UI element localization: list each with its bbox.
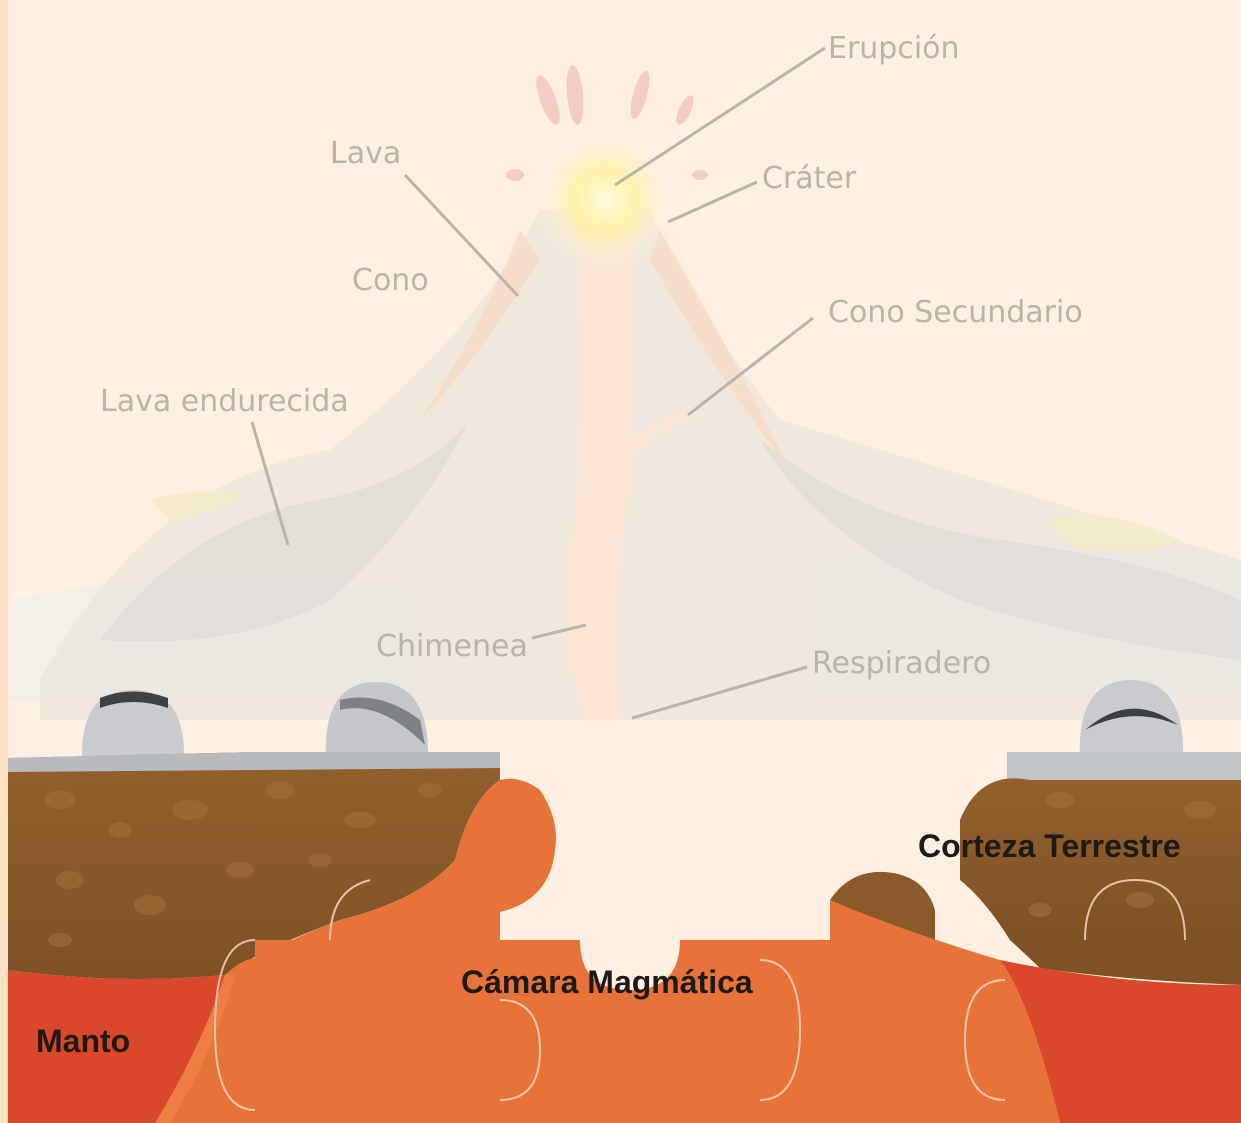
label-corteza-terrestre: Corteza Terrestre bbox=[918, 828, 1181, 864]
label-cono: Cono bbox=[352, 263, 429, 298]
label-lava: Lava bbox=[330, 136, 401, 171]
label-cono-secundario: Cono Secundario bbox=[828, 295, 1083, 330]
label-crater: Cráter bbox=[762, 161, 857, 196]
crust-layer bbox=[8, 752, 1241, 985]
label-lava-endurecida: Lava endurecida bbox=[100, 384, 349, 419]
eruption-glow bbox=[535, 130, 675, 270]
label-chimenea: Chimenea bbox=[376, 629, 528, 664]
faded-volcano-cone bbox=[40, 210, 1241, 720]
left-border bbox=[0, 0, 8, 1123]
label-manto: Manto bbox=[36, 1023, 130, 1059]
label-erupcion: Erupción bbox=[828, 31, 960, 66]
label-respiradero: Respiradero bbox=[812, 646, 991, 681]
leader-crater bbox=[668, 182, 757, 222]
label-camara-magmatica: Cámara Magmática bbox=[461, 964, 753, 1000]
